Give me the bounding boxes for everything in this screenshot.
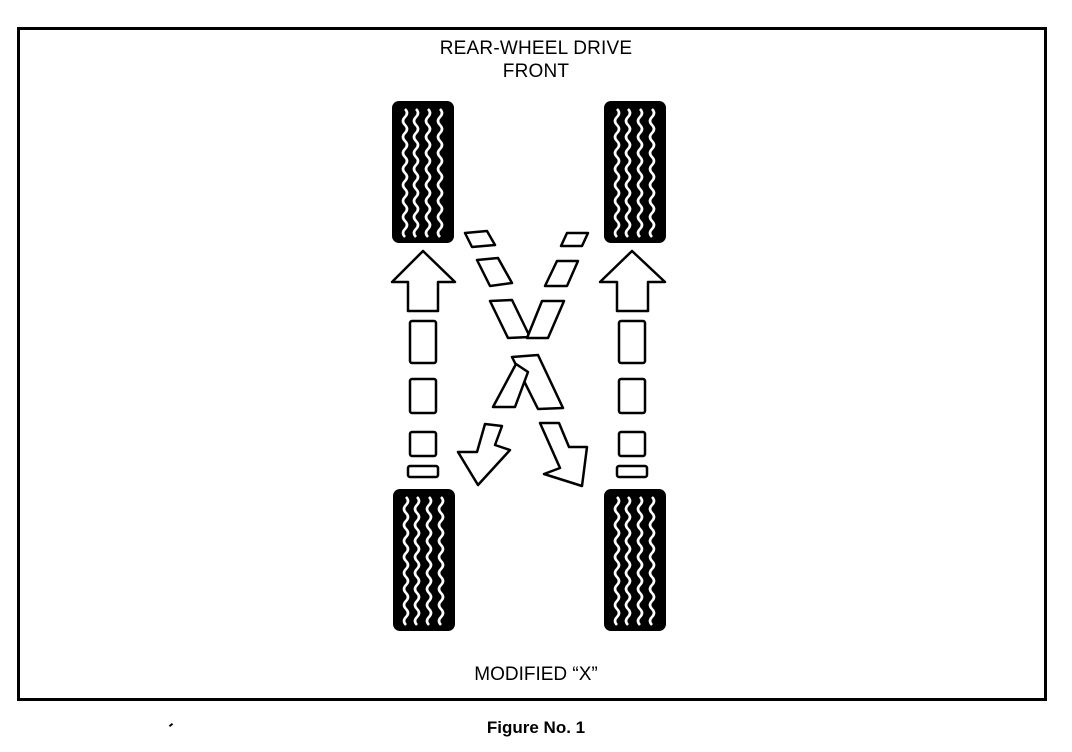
arrow-front-right-to-rear-left	[456, 231, 590, 487]
dash-segment	[617, 377, 647, 415]
dash-segment	[617, 319, 647, 365]
dash-segment	[543, 259, 580, 288]
dash-segment	[463, 229, 497, 249]
dash-segment	[406, 464, 440, 479]
dash-segment	[475, 256, 514, 288]
arrow-up-head-icon	[390, 249, 457, 313]
dash-segment	[408, 319, 438, 365]
tire-front-left	[390, 99, 456, 245]
arrow-down-left-head-icon	[456, 422, 512, 487]
dash-segment	[559, 231, 590, 248]
diagram-title: REAR-WHEEL DRIVE	[439, 38, 633, 59]
arrow-rear-left-to-front-left	[390, 249, 457, 479]
tire-rear-left	[391, 487, 457, 633]
figure-caption: Figure No. 1	[486, 718, 586, 737]
dash-segment	[408, 377, 438, 415]
dash-segment	[617, 430, 647, 458]
dash-segment	[525, 299, 566, 340]
figure-frame	[17, 27, 1047, 701]
dash-segment	[408, 430, 438, 458]
arrow-down-right-head-icon	[538, 421, 589, 488]
tire-front-right	[602, 99, 668, 245]
dash-segment	[491, 362, 530, 409]
pattern-label: MODIFIED “X”	[474, 664, 598, 685]
front-label: FRONT	[502, 61, 570, 82]
arrow-rear-right-to-front-right	[598, 249, 667, 479]
dash-segment	[488, 298, 532, 340]
tire-rear-right	[602, 487, 668, 633]
dash-segment	[615, 464, 649, 479]
arrow-up-head-icon	[598, 249, 667, 313]
